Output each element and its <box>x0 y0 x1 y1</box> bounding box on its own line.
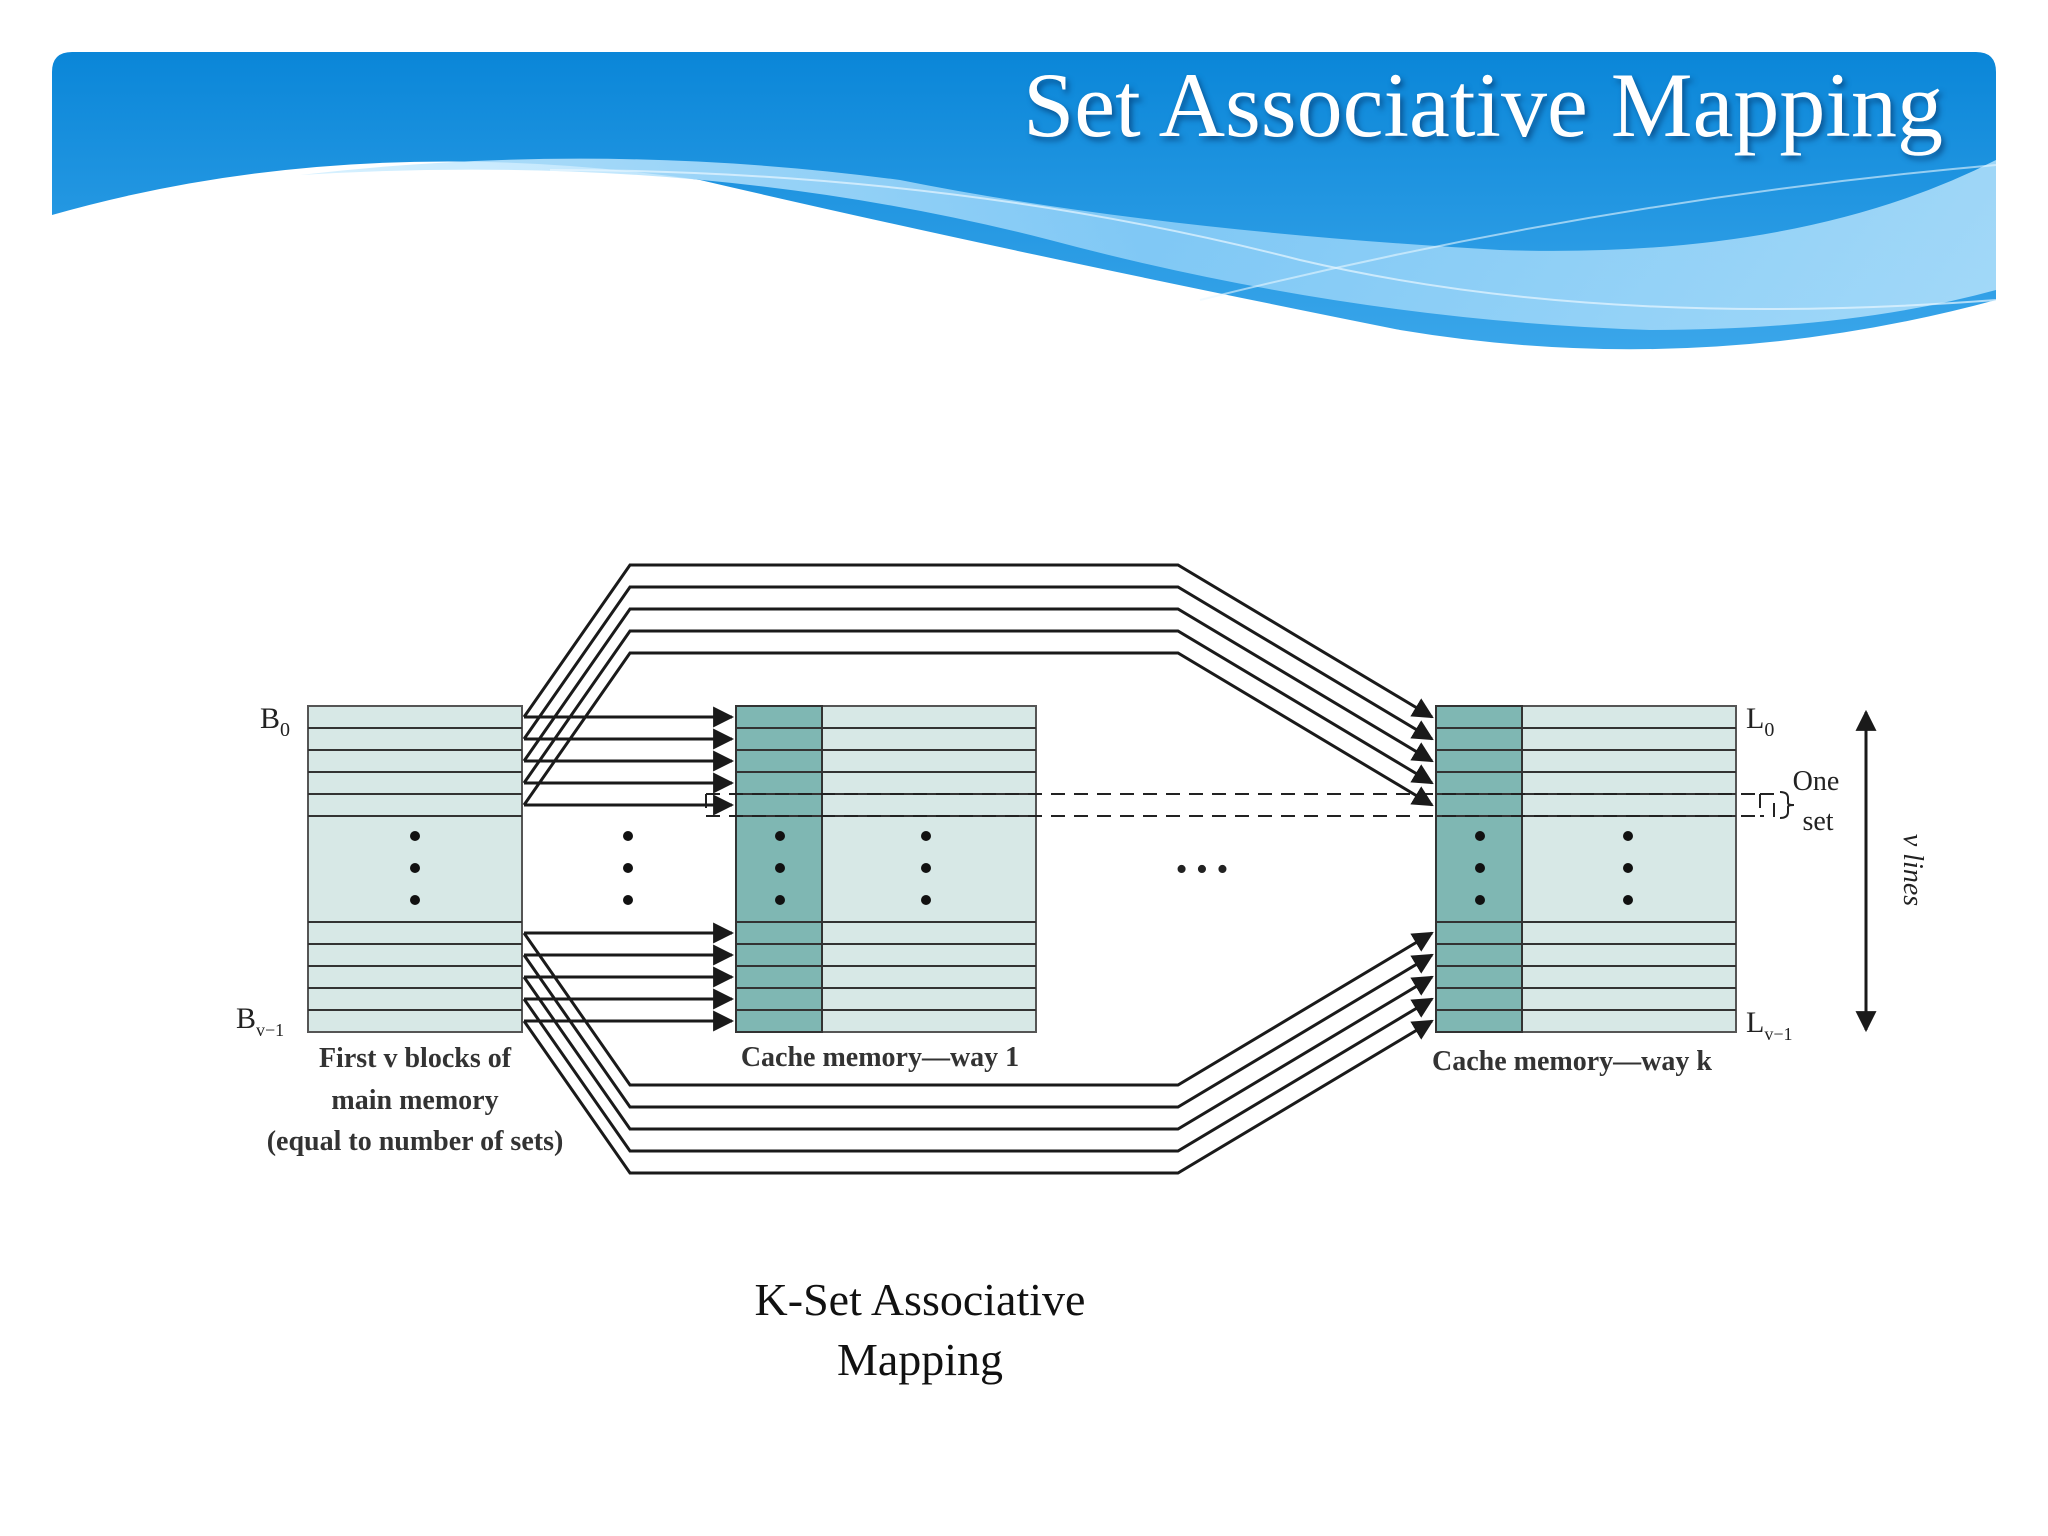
v-lines-label: v lines <box>1897 834 1928 906</box>
cache-bottom-line-label: Lv−1 <box>1746 1006 1792 1044</box>
gap-dots <box>623 831 633 905</box>
title-banner <box>52 52 1997 350</box>
main-memory-top-label: B0 <box>260 702 290 741</box>
cache-way-k-caption: Cache memory—way k <box>1432 1046 1712 1077</box>
main-memory-caption-2: main memory <box>331 1085 498 1116</box>
main-memory-bottom-label: Bv−1 <box>236 1002 284 1040</box>
arrows-to-way-k-top <box>522 563 1434 807</box>
slide-title: Set Associative Mapping <box>1023 54 1943 156</box>
arrows-to-way-k-bottom <box>522 931 1434 1175</box>
one-set-brace <box>1779 791 1795 819</box>
figure-caption-line-1: K-Set Associative <box>754 1274 1086 1325</box>
figure-caption-line-2: Mapping <box>836 1334 1004 1385</box>
middle-ellipsis: • • • <box>1176 851 1229 888</box>
main-memory-caption-1: First v blocks of <box>319 1043 512 1074</box>
cache-way-k <box>1435 705 1737 1033</box>
arrows-to-way-1 <box>524 706 735 1032</box>
main-memory-blocks <box>307 705 523 1033</box>
main-memory-caption-3: (equal to number of sets) <box>267 1126 564 1157</box>
figure-caption: K-Set Associative Mapping <box>700 1270 1140 1390</box>
cache-top-line-label: L0 <box>1746 702 1774 741</box>
one-set-label-1: One <box>1793 766 1840 797</box>
cache-way-1-caption: Cache memory—way 1 <box>741 1042 1019 1073</box>
one-set-label-2: set <box>1802 806 1833 837</box>
cache-way-1 <box>735 705 1037 1033</box>
